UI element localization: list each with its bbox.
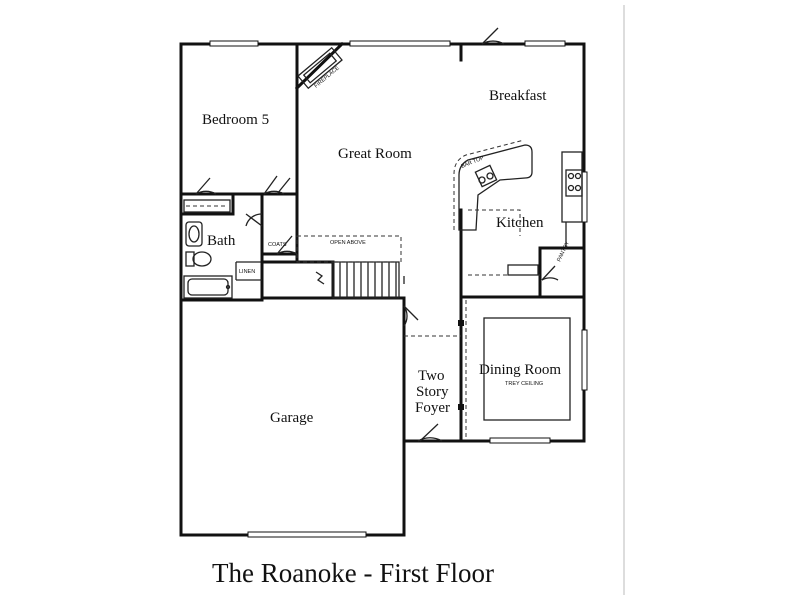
coats-label: COATS (268, 242, 287, 248)
kitchen-label: Kitchen (496, 215, 544, 231)
great-room-label: Great Room (338, 146, 412, 162)
trey-ceiling-label: TREY CEILING (505, 381, 543, 387)
garage-label: Garage (270, 410, 314, 426)
garage-entry-door[interactable] (403, 305, 419, 327)
breakfast-door[interactable] (481, 27, 505, 45)
foyer-label-2: Story (416, 384, 449, 400)
breakfast-label: Breakfast (489, 88, 547, 104)
foyer-label-1: Two (418, 368, 444, 384)
bar-top-label: BAR TOP (461, 155, 486, 170)
windows (209, 40, 588, 538)
pantry-label: PANTRY (556, 240, 571, 263)
dining-room-label: Dining Room (479, 362, 561, 378)
linen-label: LINEN (239, 269, 255, 275)
bedroom5-label: Bedroom 5 (202, 112, 269, 128)
front-door[interactable] (417, 423, 443, 442)
closet-door[interactable] (263, 175, 291, 195)
bedroom-door[interactable] (195, 177, 217, 195)
open-above-label: OPEN ABOVE (330, 240, 366, 246)
pantry-door[interactable] (541, 265, 559, 281)
room-labels: Bedroom 5 Great Room Breakfast Kitchen B… (202, 88, 561, 426)
dining-details (404, 300, 571, 438)
bath-door[interactable] (245, 213, 263, 227)
stairs (296, 235, 405, 299)
floor-plan-caption: The Roanoke - First Floor (212, 558, 494, 588)
foyer-label-3: Foyer (415, 400, 450, 416)
doors (195, 27, 559, 442)
bath-fixtures (183, 199, 233, 299)
coats-door[interactable] (276, 235, 298, 255)
fireplace: FIREPLACE (294, 41, 345, 91)
bath-label: Bath (207, 233, 236, 249)
